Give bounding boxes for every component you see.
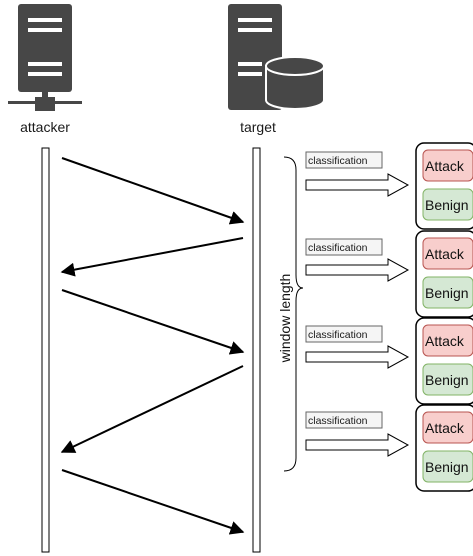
classification-label: classification [308,329,368,341]
classification-arrow [305,433,410,457]
attack-label: Attack [425,246,465,262]
attack-box [422,324,473,357]
attacker-lifeline [41,147,50,553]
benign-label: Benign [425,372,469,388]
classification-box [305,238,383,256]
benign-label: Benign [425,285,469,301]
attack-box [422,411,473,444]
server-database-icon [228,4,325,110]
message-arrow-5 [61,469,245,535]
attack-box [422,237,473,270]
message-arrow-3 [61,289,245,355]
target-lifeline [252,147,261,553]
benign-box [422,363,473,396]
classification-block: classification Attack Benign [305,317,473,405]
classification-arrow [305,173,410,197]
classification-box [305,151,383,169]
classification-arrow [305,345,410,369]
classification-block: classification Attack Benign [305,230,473,318]
benign-box [422,450,473,483]
benign-box [422,276,473,309]
classification-block: classification Attack Benign [305,404,473,492]
benign-box [422,188,473,221]
classification-label: classification [308,415,368,427]
classification-block: classification Attack Benign [305,142,473,230]
window-brace [283,156,304,472]
message-arrow-1 [61,157,245,225]
classification-arrow [305,258,410,282]
attack-label: Attack [425,333,465,349]
attack-label: Attack [425,158,465,174]
attacker-label: attacker [20,119,70,135]
benign-label: Benign [425,459,469,475]
attack-box [422,149,473,182]
messages [60,157,245,535]
target-label: target [240,119,276,135]
attack-label: Attack [425,420,465,436]
server-network-icon [8,4,82,111]
window-length-label: window length [277,274,293,364]
message-arrow-2 [60,237,244,277]
message-arrow-4 [60,365,244,453]
classification-box [305,411,383,429]
classification-label: classification [308,155,368,167]
classification-label: classification [308,242,368,254]
benign-label: Benign [425,197,469,213]
classification-box [305,325,383,343]
